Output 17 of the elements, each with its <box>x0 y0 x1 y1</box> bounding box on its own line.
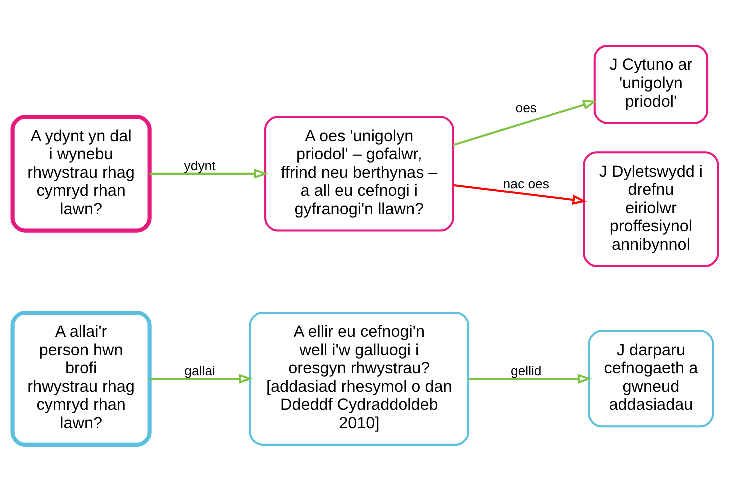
edge-label: gallai <box>184 362 216 378</box>
node-box: J Dyletswydd i drefnu eiriolwr proffesiynol annibynnol <box>583 151 720 267</box>
edge-label: oes <box>516 100 538 115</box>
node-box: J darparu cefnogaeth a gwneud addasiadau <box>588 330 714 428</box>
edge-label: gellid <box>510 362 542 378</box>
node-box: A ellir eu cefnogi'n well i'w galluogi i oresgyn rhwystrau? [addasiad rhesymol o dan Ddeddf Cydraddoldeb 2010] <box>249 311 470 446</box>
node-box: A oes 'unigolyn priodol' – gofalwr, ffrind neu berthynas – a all eu cefnogi i gyfranogi'n llawn? <box>264 116 454 232</box>
node-box: A ydynt yn dal i wynebu rhwystrau rhag cymryd rhan lawn? <box>10 114 152 232</box>
arrow <box>453 100 598 146</box>
arrow <box>150 168 269 178</box>
arrow <box>150 373 254 384</box>
arrow <box>468 373 592 384</box>
arrow <box>453 184 588 204</box>
edge-label: ydynt <box>184 158 216 173</box>
node-box: J Cytuno ar 'unigolyn priodol' <box>594 44 709 124</box>
edge-label: nac oes <box>503 176 550 192</box>
node-box: A allai'r person hwn brofi rhwystrau rhag cymryd rhan lawn? <box>10 310 152 446</box>
